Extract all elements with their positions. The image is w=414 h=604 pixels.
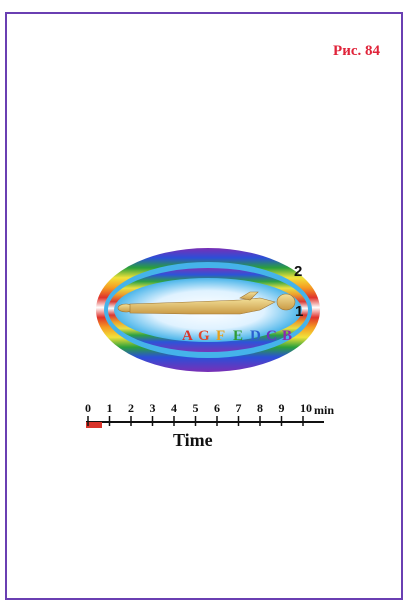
scale-tick-label: 1 [107, 401, 113, 415]
letter-b: B [282, 328, 292, 344]
shell-label-1: 1 [295, 303, 303, 320]
letter-a: A [182, 328, 193, 344]
scale-red-marker [86, 422, 102, 428]
letter-f: F [216, 328, 225, 344]
scale-tick-label: 3 [150, 401, 156, 415]
energy-field-illustration: 2 1 A G F E D C B [96, 248, 320, 372]
scale-tick-label: 2 [128, 401, 134, 415]
scale-tick-label: 8 [257, 401, 263, 415]
scale-unit: min [314, 403, 334, 417]
scale-tick-label: 5 [193, 401, 199, 415]
shell-label-2: 2 [294, 263, 302, 280]
scale-tick-label: 4 [171, 401, 177, 415]
letter-e: E [233, 328, 243, 344]
time-scale: 0 1 2 3 4 5 6 7 8 9 10 min [85, 401, 334, 428]
scale-ticks: 0 1 2 3 4 5 6 7 8 9 10 [85, 401, 312, 426]
scale-tick-label: 6 [214, 401, 220, 415]
human-figure [117, 291, 296, 315]
figure-label: Рис. 84 [333, 43, 380, 59]
letter-g: G [198, 328, 210, 344]
scale-tick-label: 7 [236, 401, 242, 415]
page-border [5, 12, 403, 600]
scale-tick-label: 0 [85, 401, 91, 415]
scale-tick-label: 10 [300, 401, 312, 415]
time-axis-label: Time [173, 430, 213, 450]
scale-tick-label: 9 [279, 401, 285, 415]
letter-c: C [266, 328, 277, 344]
letter-d: D [250, 328, 261, 344]
